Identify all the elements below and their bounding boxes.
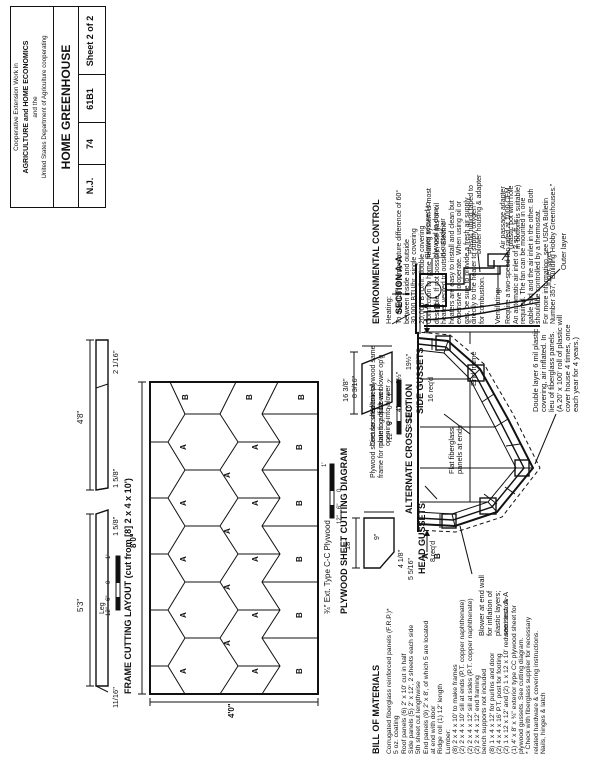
ply-label-b: B: [295, 612, 304, 618]
ply-label-a: A: [179, 556, 188, 562]
frame-dim-53: 5'3": [76, 598, 85, 612]
ply-label-a: A: [179, 668, 188, 674]
head-gusset-drawing: [352, 511, 395, 569]
ply-label-a: A: [179, 444, 188, 450]
cs-scale-2: 2': [388, 378, 394, 383]
frame-dim-48: 4'8": [76, 410, 85, 424]
frame-title: FRAME CUTTING LAYOUT (cut from [8] 2 x 4…: [123, 478, 133, 694]
plywood-dim-40: 4'0": [227, 703, 236, 718]
ply-label-b: B: [297, 394, 306, 400]
side-gusset-title: SIDE GUSSETS: [415, 347, 425, 414]
frame-dim-2116: 2 1/16": [111, 350, 120, 374]
side-gusset-dim-1912: 19½": [406, 353, 413, 370]
plywood-scale: [329, 463, 335, 519]
head-gusset-dim-18: 18": [343, 538, 352, 550]
side-gusset-dim-4: 4": [396, 405, 403, 412]
ply-label-a: A: [179, 500, 188, 506]
head-gusset-dim-418: 4 1/8": [398, 549, 405, 568]
ply-label-b: B: [181, 394, 190, 400]
ply-label-a: A: [223, 472, 232, 478]
frame-scale: [115, 555, 121, 611]
greenhouse-profile: [417, 312, 541, 552]
ply-label-a: A: [223, 640, 232, 646]
head-gusset-title: HEAD GUSSETS: [417, 502, 427, 574]
ply-label-b: B: [295, 500, 304, 506]
cross-section-title: ALTERNATE CROSS SECTION: [404, 383, 414, 514]
section-marker-a: A: [421, 553, 430, 559]
ply-label-b: B: [245, 394, 254, 400]
section-marker-b: B: [433, 553, 442, 559]
cross-section-scale: [396, 379, 402, 435]
plywood-title: PLYWOOD SHEET CUTTING DIAGRAM: [339, 447, 349, 614]
ply-label-a: A: [251, 556, 260, 562]
side-gusset-drawing: [350, 345, 393, 416]
frame-dim-158a: 1 5/8": [111, 468, 120, 488]
head-gusset-dim-5516: 5 5/16": [408, 558, 415, 580]
ply-label-a: A: [251, 500, 260, 506]
heating-text: To maintain a temperature difference of …: [396, 188, 487, 324]
ply-scale-12: 12": [337, 515, 343, 524]
plywood-dim-80: 8'0": [129, 533, 138, 548]
ply-label-a: A: [223, 584, 232, 590]
frame-scale-12: 12": [106, 607, 112, 616]
bom-text: Corrugated fiberglass reinforced panels …: [386, 598, 547, 754]
ply-scale-0: 0: [337, 488, 343, 492]
heating-label: Heating:: [384, 296, 393, 324]
ply-scale-6: 6": [337, 503, 343, 509]
head-gusset-dim-9: 9": [374, 533, 381, 540]
plywood-sheet-label: Plywood sheet secured to frame for mount…: [370, 388, 385, 478]
ply-label-a: A: [251, 444, 260, 450]
outer-layer-label: Outer layer: [559, 232, 568, 270]
end-frame-label: End frame: [469, 351, 478, 386]
frame-dim-158b: 1 5/8": [111, 516, 120, 536]
cross-section-leaders: [424, 413, 557, 575]
frame-scale-6: 6": [106, 595, 112, 601]
ply-label-b: B: [295, 668, 304, 674]
ply-label-b: B: [295, 444, 304, 450]
frame-cutting-drawing: [86, 339, 109, 693]
vent-text: Require a two-speed fan rated at 1000 CF…: [505, 183, 558, 324]
ply-label-b: B: [295, 556, 304, 562]
note-fiberglass: Flat fiberglass panels at ends: [447, 425, 465, 474]
ply-label-a: A: [223, 528, 232, 534]
ply-label-a: A: [251, 612, 260, 618]
side-gusset-dim-1638: 16 3/8": [341, 378, 350, 402]
plywood-type: ¾" Ext. Type C-C Plywood: [323, 520, 332, 614]
side-gusset-dim-8316: 8 3/16": [352, 376, 359, 398]
env-title: ENVIRONMENTAL CONTROL: [371, 199, 381, 324]
ply-label-a: A: [251, 668, 260, 674]
section-aa-drawing: [391, 248, 561, 344]
note-plastic: Double layer 6 mil plastic covering, air…: [531, 314, 581, 412]
side-gusset-req: 16 req'd: [428, 376, 435, 402]
bom-title: BILL OF MATERIALS: [371, 664, 381, 754]
vent-label: Ventilating:: [493, 287, 502, 324]
side-gusset-dim-912: 9½": [396, 371, 403, 384]
frame-scale-0: 0: [106, 580, 112, 584]
frame-dim-1116: 11/16": [111, 687, 120, 708]
ply-label-a: A: [179, 612, 188, 618]
plywood-sheet: [138, 381, 319, 706]
frame-scale-1: 1': [106, 554, 112, 559]
ply-scale-1: 1': [322, 462, 328, 467]
